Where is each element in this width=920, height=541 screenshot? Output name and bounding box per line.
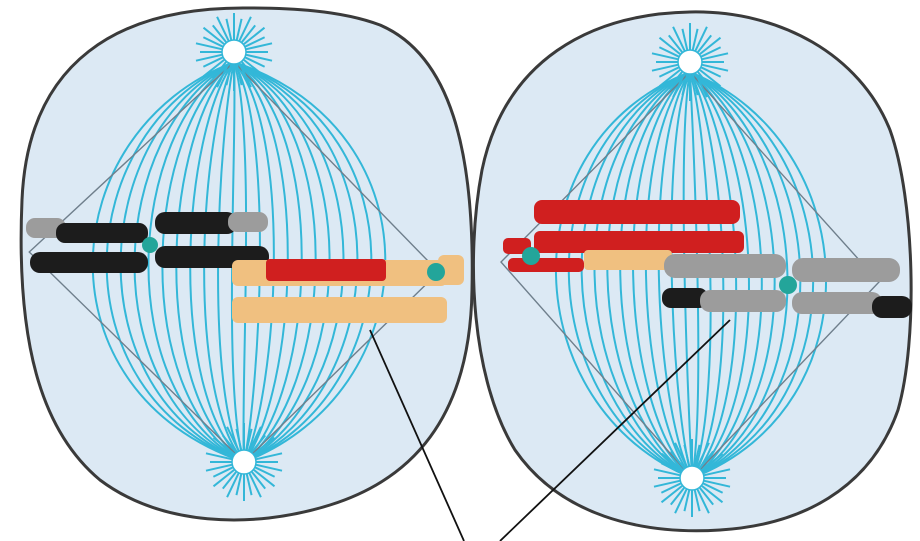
chromatid-black-right-tip — [872, 296, 912, 318]
chromatid-black-right-upper — [155, 212, 237, 234]
chromatid-gray-left-upper — [664, 254, 786, 278]
chromatid-gray-right-tip — [228, 212, 268, 232]
chromatid-black-left-lower — [30, 252, 148, 273]
chromatid-tan-lower — [232, 297, 447, 323]
chromatid-red-upper — [534, 200, 740, 224]
chromatid-gray-right-upper — [792, 258, 900, 282]
centrosome-icon — [232, 450, 256, 474]
chromatid-tan-segment — [584, 250, 672, 270]
centrosome-icon — [680, 466, 704, 490]
centromere-icon — [522, 247, 540, 265]
centromere-icon — [427, 263, 445, 281]
chromatid-red-lower — [534, 231, 744, 253]
centromere-icon — [779, 276, 797, 294]
chromatid-gray-left-lower — [700, 290, 786, 312]
chromatid-red-segment — [266, 259, 386, 281]
chromatid-gray-right-lower — [792, 292, 882, 314]
chromatid-red-left-arm-lower — [508, 258, 584, 272]
centrosome-icon — [222, 40, 246, 64]
chromatid-black-left-upper — [56, 223, 148, 243]
centromere-icon — [142, 237, 158, 253]
centrosome-icon — [678, 50, 702, 74]
